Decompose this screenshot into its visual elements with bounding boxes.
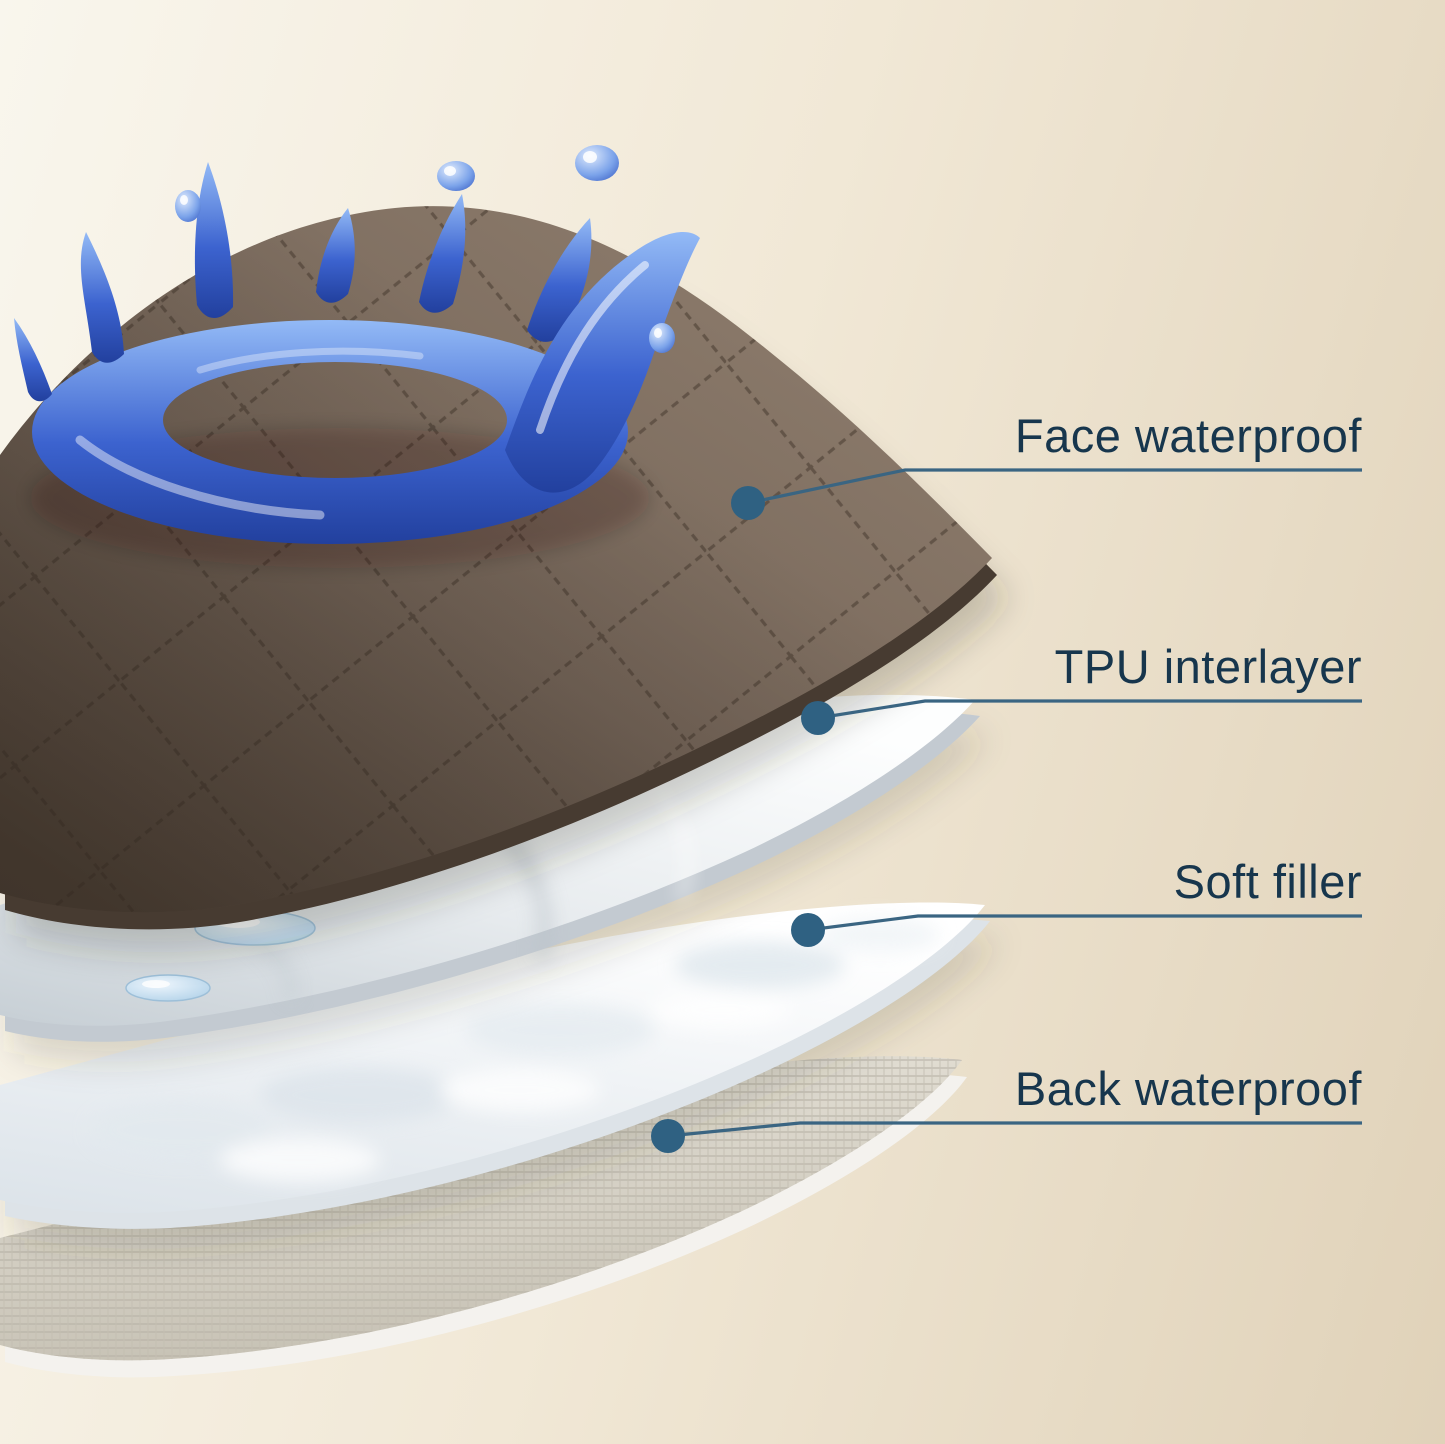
filler-fluff-texture (90, 917, 940, 1182)
leader-dots (651, 486, 835, 1153)
label-back-waterproof: Back waterproof (1014, 1062, 1362, 1115)
leader-dot-back-waterproof (651, 1119, 685, 1153)
leader-dot-soft-filler (791, 913, 825, 947)
leader-dot-face-waterproof (731, 486, 765, 520)
soft-filler-layer (0, 902, 999, 1249)
face-waterproof-layer (0, 206, 1008, 953)
leader-line-back-waterproof (667, 1121, 1362, 1138)
leader-line-soft-filler (807, 914, 1362, 932)
leader-dot-tpu-interlayer (801, 701, 835, 735)
label-face-waterproof: Face waterproof (1014, 409, 1362, 462)
label-tpu-interlayer: TPU interlayer (1054, 640, 1362, 693)
water-splash-illustration (14, 145, 700, 568)
leader-lines (667, 468, 1362, 1138)
leader-line-face-waterproof (747, 468, 1362, 505)
flying-droplets (175, 145, 675, 353)
leader-line-tpu-interlayer (817, 699, 1362, 720)
label-soft-filler: Soft filler (1173, 855, 1362, 908)
